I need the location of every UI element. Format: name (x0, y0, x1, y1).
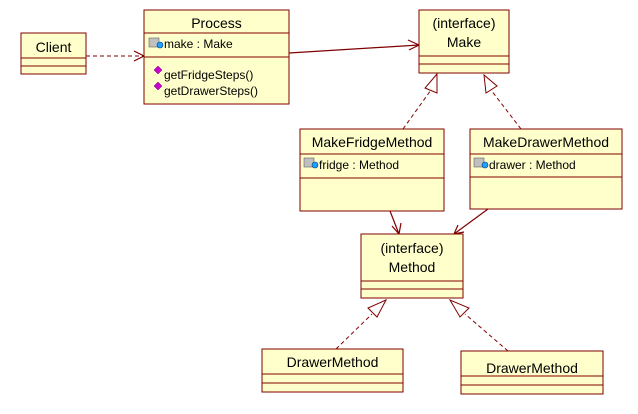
operation-text: getDrawerSteps() (164, 84, 258, 98)
realization-drawer-left-method (335, 298, 388, 350)
class-process[interactable]: Process make : Make getFridgeSteps() get… (143, 9, 290, 105)
realization-drawer-right-method (448, 298, 509, 352)
realization-drawer-make (483, 73, 522, 130)
dependency-client-process (86, 50, 146, 62)
private-attribute-icon (473, 157, 489, 169)
association-drawer-method (452, 208, 489, 235)
class-make-fridge-method[interactable]: MakeFridgeMethod fridge : Method (299, 128, 445, 212)
association-fridge-method (389, 210, 402, 236)
class-drawer-method-left[interactable]: DrawerMethod (261, 348, 404, 393)
class-client[interactable]: Client (20, 32, 87, 75)
class-name: DrawerMethod (486, 360, 578, 376)
class-name: DrawerMethod (287, 354, 379, 370)
class-name: Make (447, 34, 481, 50)
class-name: Process (191, 15, 242, 31)
public-operation-icon (153, 65, 163, 75)
attribute-text: drawer : Method (489, 158, 576, 172)
interface-method[interactable]: (interface) Method (360, 233, 464, 299)
class-make-drawer-method[interactable]: MakeDrawerMethod drawer : Method (469, 128, 623, 210)
attribute-text: fridge : Method (319, 158, 399, 172)
stereotype-label: (interface) (432, 15, 495, 31)
class-drawer-method-right[interactable]: DrawerMethod (460, 350, 604, 395)
attribute-text: make : Make (164, 37, 233, 51)
stereotype-label: (interface) (380, 240, 443, 256)
class-name: Method (389, 259, 436, 275)
class-name: MakeFridgeMethod (312, 134, 433, 150)
class-name: Client (36, 39, 72, 55)
interface-make[interactable]: (interface) Make (418, 9, 510, 74)
private-attribute-icon (303, 157, 319, 169)
association-process-make (288, 39, 421, 54)
class-name: MakeDrawerMethod (483, 134, 609, 150)
realization-fridge-make (402, 72, 438, 130)
operation-text: getFridgeSteps() (164, 68, 253, 82)
private-attribute-icon (148, 37, 164, 49)
public-operation-icon (153, 81, 163, 91)
